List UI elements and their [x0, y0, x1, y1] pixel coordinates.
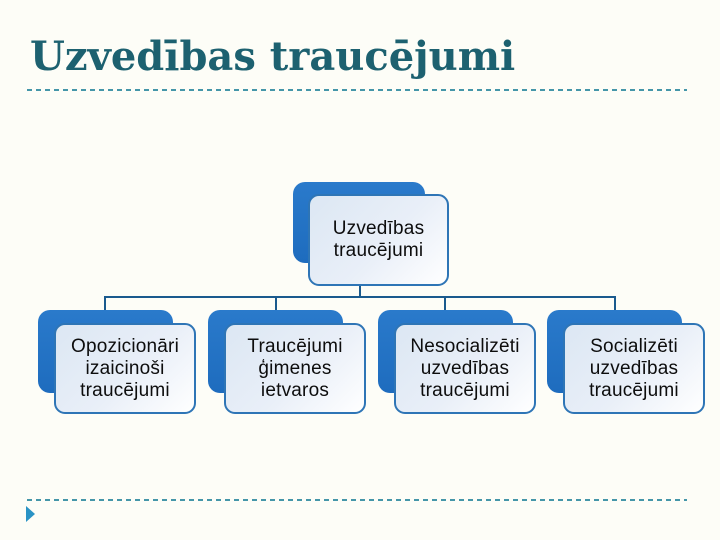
node-text-line: traucējumi [80, 379, 170, 401]
node-text-line: Uzvedības [332, 218, 425, 239]
connector-horizontal [104, 296, 616, 298]
hierarchy-child-node-3: Nesocializēti uzvedības traucējumi [378, 310, 540, 415]
node-face-box: Opozicionāri izaicinoši traucējumi [54, 323, 196, 414]
hierarchy-child-node-4: Socializēti uzvedības traucējumi [547, 310, 709, 415]
connector-root-vertical [359, 277, 361, 298]
title-underline-dashed [27, 89, 687, 91]
node-face-box: Traucējumi ģimenes ietvaros [224, 323, 366, 414]
node-text-line: Socializēti [590, 335, 678, 357]
node-face-box: Nesocializēti uzvedības traucējumi [394, 323, 536, 414]
node-text-line: uzvedības [589, 357, 679, 379]
triangle-bullet-icon [26, 506, 35, 522]
node-text-line: Traucējumi [247, 335, 343, 357]
node-text-line: izaicinoši [85, 357, 165, 379]
node-text-line: traucējumi [589, 379, 679, 401]
node-face-box: Uzvedības traucējumi [308, 194, 449, 286]
connector-drop-child-3 [444, 296, 446, 312]
hierarchy-child-node-2: Traucējumi ģimenes ietvaros [208, 310, 370, 415]
connector-drop-child-1 [104, 296, 106, 312]
footer-dashed-line [27, 499, 687, 501]
hierarchy-child-node-1: Opozicionāri izaicinoši traucējumi [38, 310, 200, 415]
node-face-box: Socializēti uzvedības traucējumi [563, 323, 705, 414]
node-text-line: Opozicionāri [70, 335, 179, 357]
node-text-line: traucējumi [420, 379, 510, 401]
slide-title: Uzvedības traucējumi [30, 33, 516, 80]
node-text-line: traucējumi [333, 240, 424, 261]
hierarchy-root-node: Uzvedības traucējumi [293, 182, 453, 292]
connector-drop-child-4 [614, 296, 616, 312]
connector-drop-child-2 [275, 296, 277, 312]
node-text-line: ietvaros [260, 379, 330, 401]
node-text-line: ģimenes [258, 357, 332, 379]
node-text-line: uzvedības [420, 357, 510, 379]
node-text-line: Nesocializēti [410, 335, 520, 357]
